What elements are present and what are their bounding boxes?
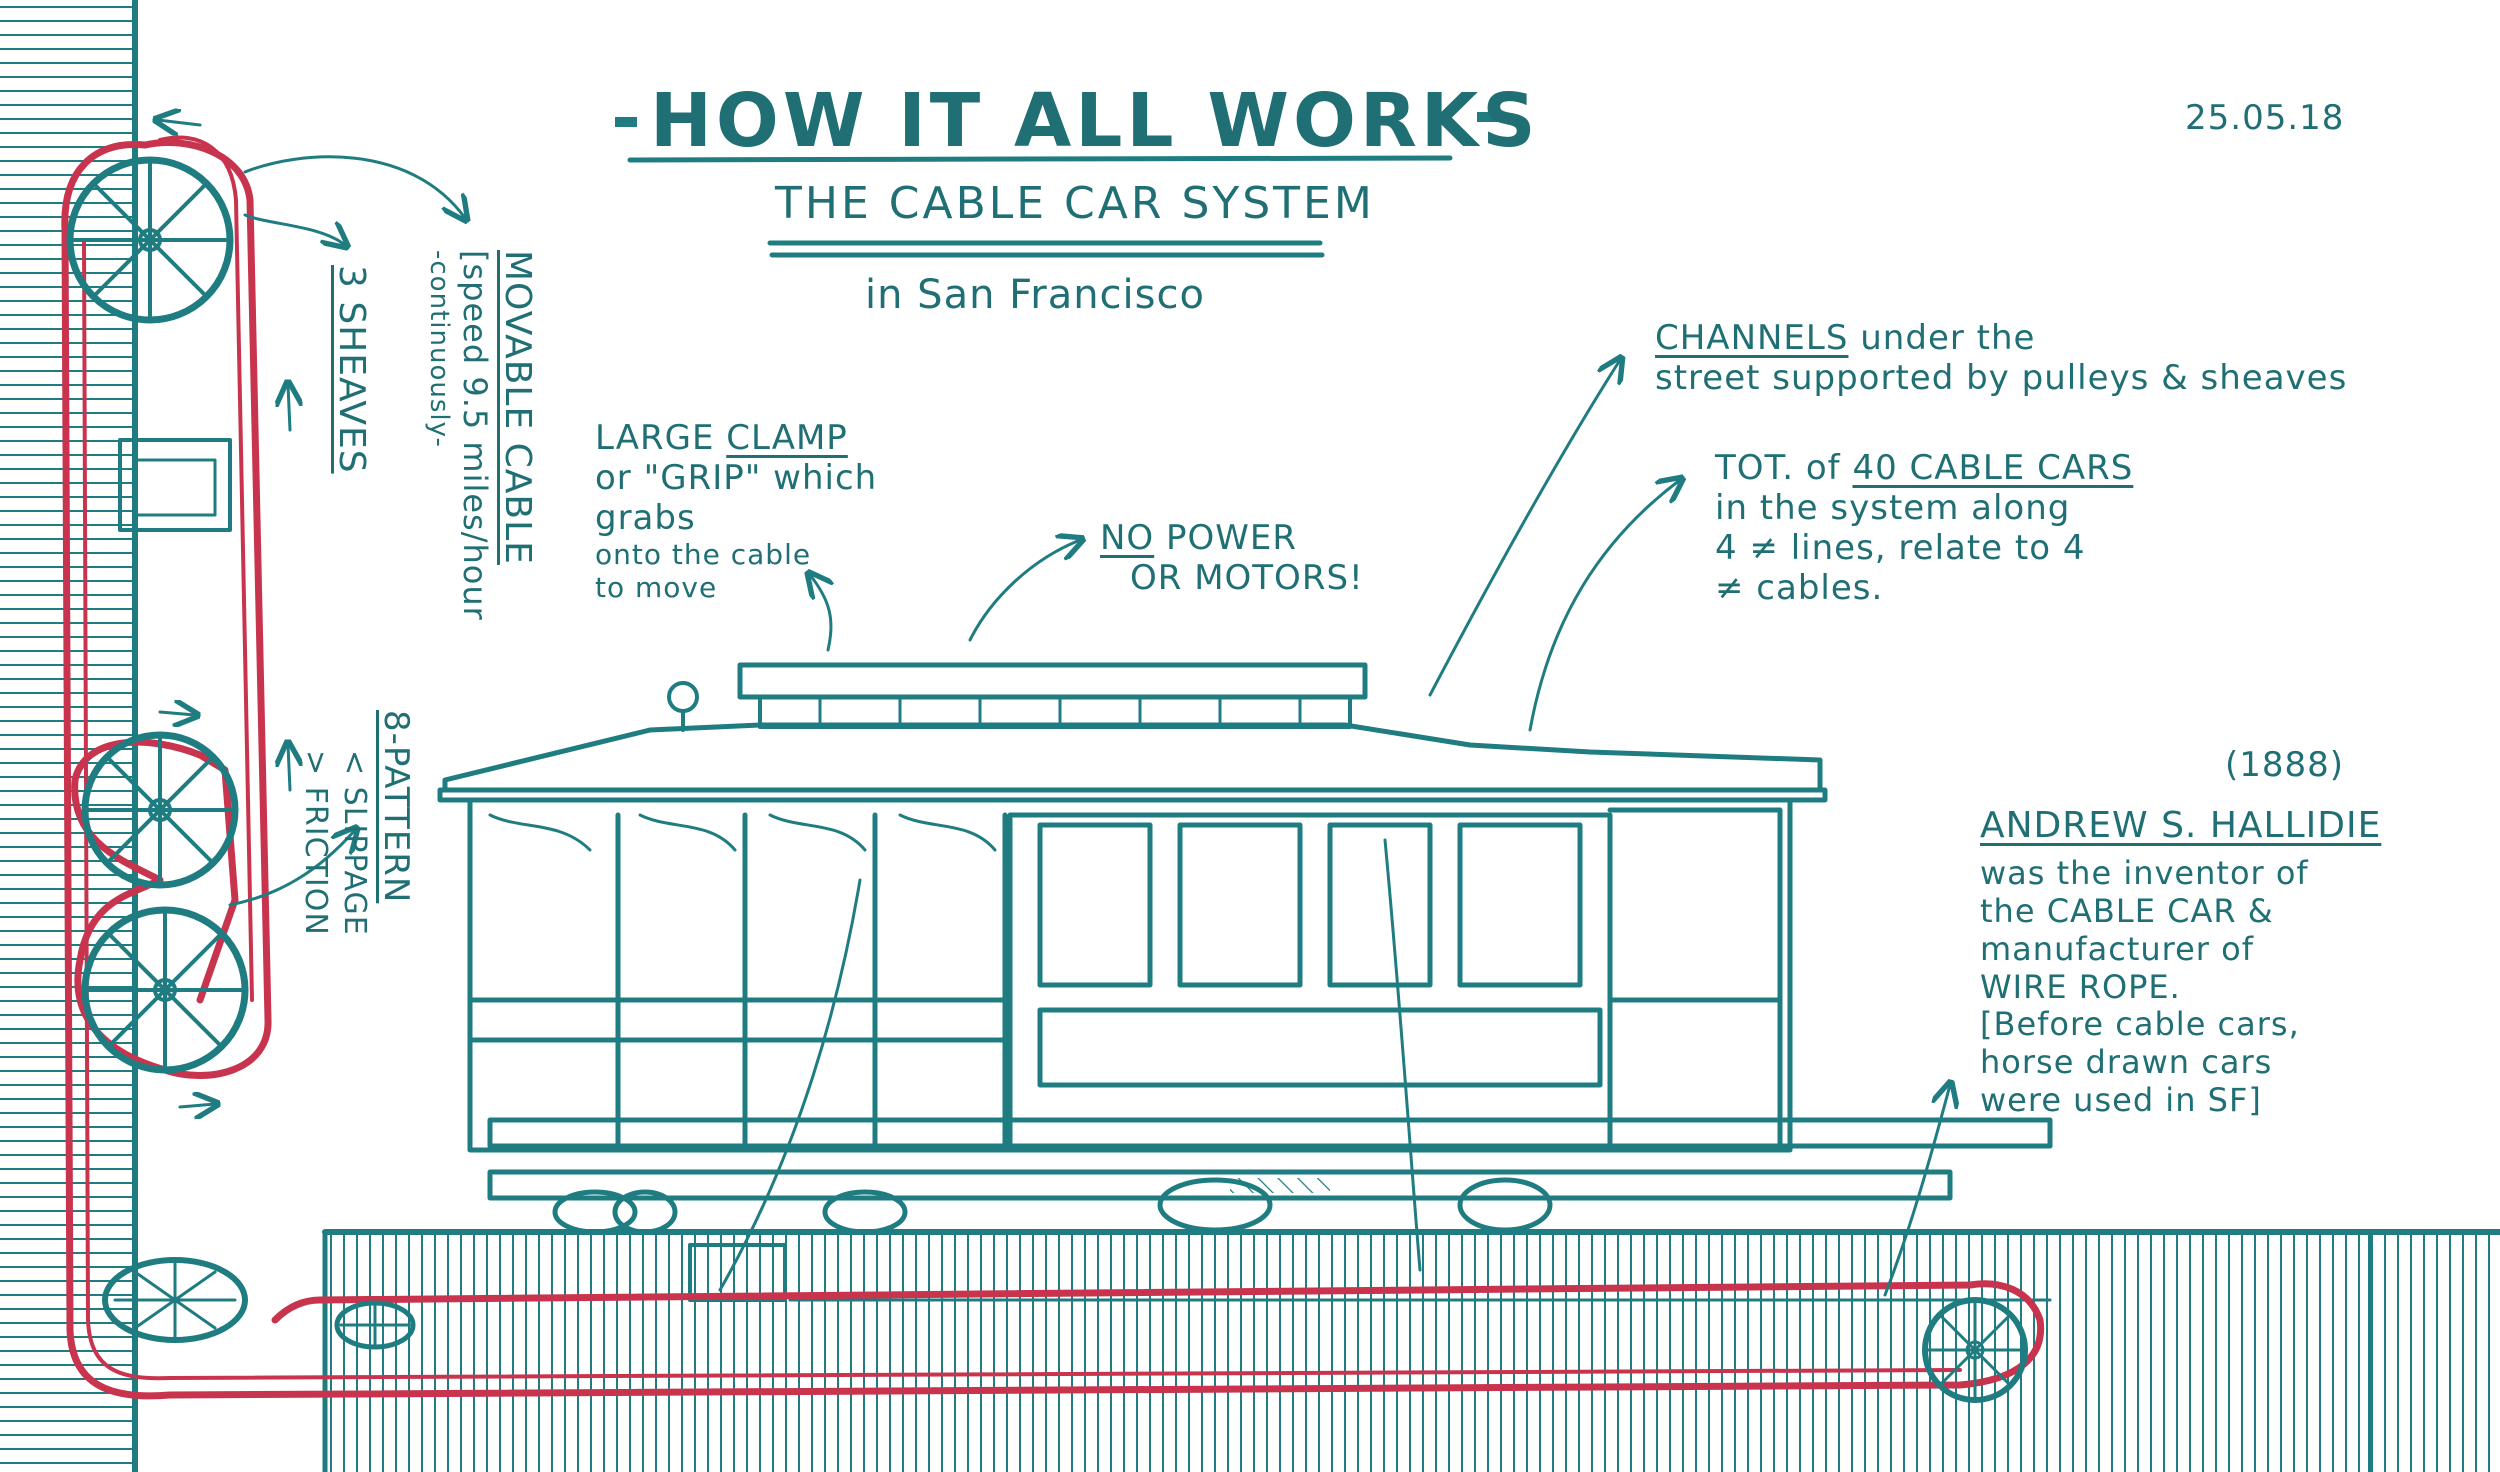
cars-line4: ≠ cables. [1715, 568, 1884, 609]
cable-speed: [speed 9.5 miles/hour [456, 250, 494, 621]
total-cars-annotation: TOT. of 40 CABLE CARS in the system alon… [1715, 448, 2133, 608]
power-line2: OR MOTORS! [1130, 558, 1364, 599]
clamp-line5: to move [595, 571, 718, 605]
cars-line2: in the system along [1715, 488, 2071, 529]
clamp-line4: onto the cable [595, 538, 812, 572]
title-decor [615, 112, 1499, 258]
clamp-line2: or "GRIP" which [595, 458, 878, 499]
cable-continuous: -continuously- [424, 250, 454, 448]
cable-label: MOVABLE CABLE [497, 250, 538, 565]
power-line1: POWER [1154, 518, 1297, 558]
sheave-bottom-left [102, 1257, 248, 1343]
movable-cable-label: MOVABLE CABLE [speed 9.5 miles/hour -con… [423, 250, 541, 621]
sheave-lower [81, 906, 249, 1074]
wall-bracket [118, 438, 232, 532]
date-label: 25.05.18 [2185, 98, 2345, 138]
inventor-line5: [Before cable cars, [1980, 1005, 2300, 1044]
red-cable [61, 135, 2045, 1400]
clamp-word: CLAMP [726, 418, 848, 458]
year-label: (1888) [2225, 745, 2345, 785]
channels-text: under the [1848, 318, 2036, 358]
clamp-line1: LARGE [595, 418, 727, 458]
pattern-label: 8-PATTERN [376, 710, 416, 904]
channels-annotation: CHANNELS under the street supported by p… [1655, 318, 2347, 398]
inventor-line4: WIRE ROPE. [1980, 967, 2181, 1006]
inventor-line3: manufacturer of [1980, 929, 2254, 968]
inventor-line1: was the inventor of [1980, 854, 2309, 893]
pattern-slippage: < SLIPPAGE [336, 750, 372, 936]
cars-line3: 4 ≠ lines, relate to 4 [1715, 528, 2086, 569]
inventor-line6: horse drawn cars [1980, 1043, 2273, 1082]
inventor-name: ANDREW S. HALLIDIE [1980, 805, 2382, 846]
clamp-annotation: LARGE CLAMP or "GRIP" which grabs onto t… [595, 418, 877, 604]
channels-heading: CHANNELS [1655, 318, 1849, 358]
pattern-friction: > FRICTION [297, 750, 333, 936]
sheave-middle [81, 731, 239, 889]
sheaves [66, 156, 2028, 1403]
inventor-line2: the CABLE CAR & [1980, 892, 2274, 931]
channels-line2: street supported by pulleys & sheaves [1655, 358, 2348, 399]
sheave-right [1922, 1297, 2028, 1403]
cable-car [437, 662, 2053, 1292]
sheave-top [66, 156, 234, 324]
page-subtitle: THE CABLE CAR SYSTEM [775, 178, 1375, 229]
no-power-annotation: NO POWER OR MOTORS! [1100, 518, 1364, 598]
arrows [158, 120, 1950, 1297]
location-label: in San Francisco [865, 272, 1205, 318]
page-title: HOW IT ALL WORKS [650, 78, 1540, 164]
inventor-line7: were used in SF] [1980, 1080, 2262, 1119]
cars-line1: TOT. of [1715, 448, 1853, 488]
sheave-small-channel [334, 1300, 416, 1350]
no-word: NO [1100, 518, 1155, 558]
clamp-line3: grabs [595, 498, 696, 539]
pattern-label-group: 8-PATTERN < SLIPPAGE > FRICTION [296, 710, 418, 936]
inventor-annotation: ANDREW S. HALLIDIE was the inventor of t… [1980, 805, 2381, 1120]
cars-count: 40 CABLE CARS [1852, 448, 2134, 488]
street-ground [322, 1229, 2500, 1472]
sheaves-label: 3 SHEAVES [331, 265, 372, 474]
